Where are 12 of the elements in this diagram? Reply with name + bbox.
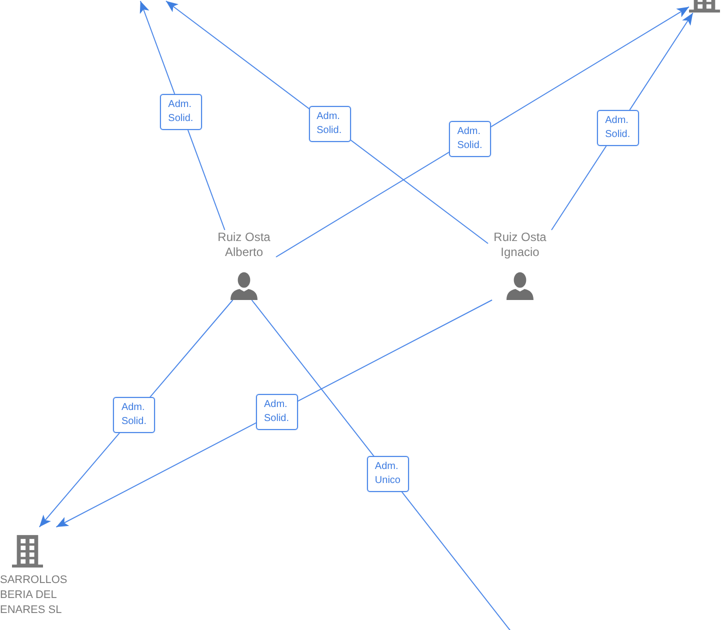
arrow bbox=[276, 6, 690, 258]
edge-label: Adm. Solid. bbox=[256, 394, 298, 430]
company-name: SARROLLOS BERIA DEL ENARES SL bbox=[0, 573, 68, 618]
edge-label: Adm. Unico bbox=[366, 456, 409, 492]
arrow bbox=[56, 300, 493, 528]
edge-label: Adm. Solid. bbox=[449, 121, 492, 158]
person-name: Ruiz Osta Ignacio bbox=[492, 230, 548, 260]
edge-label: Adm. Solid. bbox=[308, 106, 351, 142]
edge-label: Adm. Solid. bbox=[597, 110, 640, 146]
edge-label: Adm. Solid. bbox=[160, 94, 202, 130]
person-name: Ruiz Osta Alberto bbox=[216, 230, 272, 260]
edge-label: Adm. Solid. bbox=[113, 397, 156, 434]
